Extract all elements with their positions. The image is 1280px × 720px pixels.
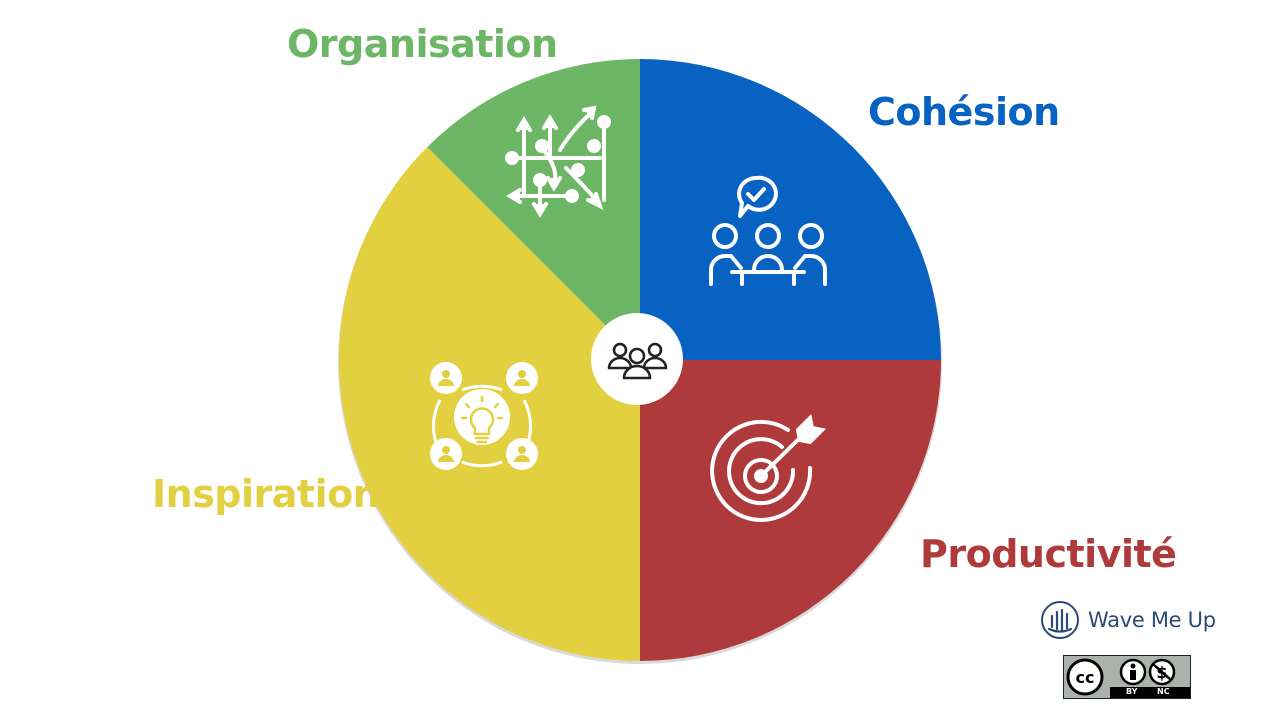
target-arrow-icon xyxy=(710,413,827,522)
brand-name: Wave Me Up xyxy=(1088,608,1216,632)
idea-network-icon xyxy=(430,362,538,470)
license-badge: cc $ BY NC xyxy=(1063,655,1191,699)
label-organisation: Organisation xyxy=(287,22,558,66)
creative-commons-icon: cc $ xyxy=(1066,658,1176,696)
label-cohesion: Cohésion xyxy=(868,90,1060,134)
brand-logo: Wave Me Up xyxy=(1040,600,1216,640)
segment-organisation xyxy=(427,59,640,360)
label-productivite: Productivité xyxy=(920,532,1177,576)
decision-arrows-icon xyxy=(505,105,611,218)
team-meeting-icon xyxy=(709,175,827,286)
license-terms: BY NC xyxy=(1110,687,1190,698)
segment-cohesion xyxy=(640,59,941,360)
license-nc: NC xyxy=(1157,687,1170,696)
group-people-icon xyxy=(607,342,668,380)
wave-me-up-logo xyxy=(1041,601,1079,639)
label-inspiration: Inspiration xyxy=(152,472,380,516)
svg-text:cc: cc xyxy=(1076,668,1095,687)
license-by: BY xyxy=(1126,687,1138,696)
